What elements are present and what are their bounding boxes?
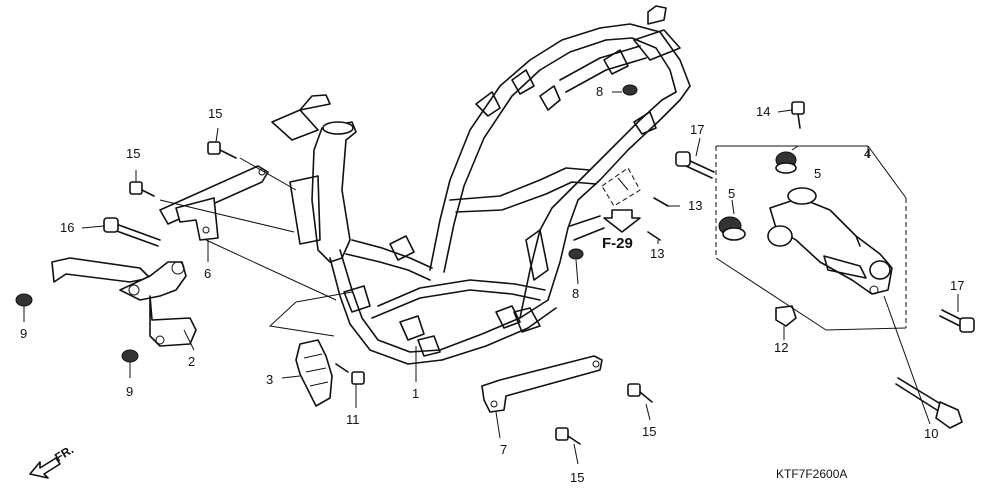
callout-11: 11 <box>346 412 360 427</box>
main-stand <box>51 257 197 347</box>
bolt-15-b <box>129 181 155 197</box>
callout-labels: 1 2 3 4 5 5 6 7 8 8 9 9 10 11 12 13 13 1… <box>20 84 964 485</box>
callout-13b: 13 <box>650 246 664 261</box>
bolt-16 <box>103 217 161 247</box>
callout-5b: 5 <box>728 186 735 201</box>
callout-6: 6 <box>204 266 211 281</box>
callout-9a: 9 <box>20 326 27 341</box>
bolt-17-upper <box>675 151 715 179</box>
callout-4: 4 <box>864 146 871 161</box>
bolt-11 <box>335 363 365 385</box>
nut-9 <box>15 293 139 363</box>
engine-hanger <box>767 187 893 295</box>
nut-12 <box>775 305 797 327</box>
bolt-17-lower <box>939 309 975 333</box>
clip-13 <box>647 197 669 241</box>
callout-1: 1 <box>412 386 419 401</box>
callout-8a: 8 <box>596 84 603 99</box>
frame-stay <box>481 355 603 413</box>
callout-7: 7 <box>500 442 507 457</box>
callout-5a: 5 <box>814 166 821 181</box>
group-lines <box>268 145 907 337</box>
callout-leaders <box>23 91 959 465</box>
front-indicator: FR. <box>29 442 76 479</box>
callout-2: 2 <box>188 354 195 369</box>
callout-15d: 15 <box>570 470 584 485</box>
callout-8b: 8 <box>572 286 579 301</box>
long-bolt <box>895 377 963 429</box>
callout-15b: 15 <box>126 146 140 161</box>
front-arrow-icon <box>29 457 61 479</box>
bolt-15-a <box>207 141 237 159</box>
callout-10: 10 <box>924 426 938 441</box>
callout-17b: 17 <box>950 278 964 293</box>
callout-15c: 15 <box>642 424 656 439</box>
bolt-15-c <box>627 383 653 403</box>
nut-8 <box>568 84 638 260</box>
catalog-code: KTF7F2600A <box>776 467 847 481</box>
callout-17a: 17 <box>690 122 704 137</box>
callout-15a: 15 <box>208 106 222 121</box>
engine-bracket <box>295 339 333 407</box>
callout-16: 16 <box>60 220 74 235</box>
bolt-14 <box>791 101 805 129</box>
step-bracket <box>159 165 269 241</box>
frame-body <box>271 5 691 365</box>
callout-3: 3 <box>266 372 273 387</box>
callout-14: 14 <box>756 104 770 119</box>
reference-label: F-29 <box>602 235 633 252</box>
callout-9b: 9 <box>126 384 133 399</box>
callout-13a: 13 <box>688 198 702 213</box>
rubber-bushings <box>718 151 797 241</box>
callout-12: 12 <box>774 340 788 355</box>
reference-marker: F-29 <box>601 167 641 252</box>
bolt-15-d <box>555 427 581 445</box>
